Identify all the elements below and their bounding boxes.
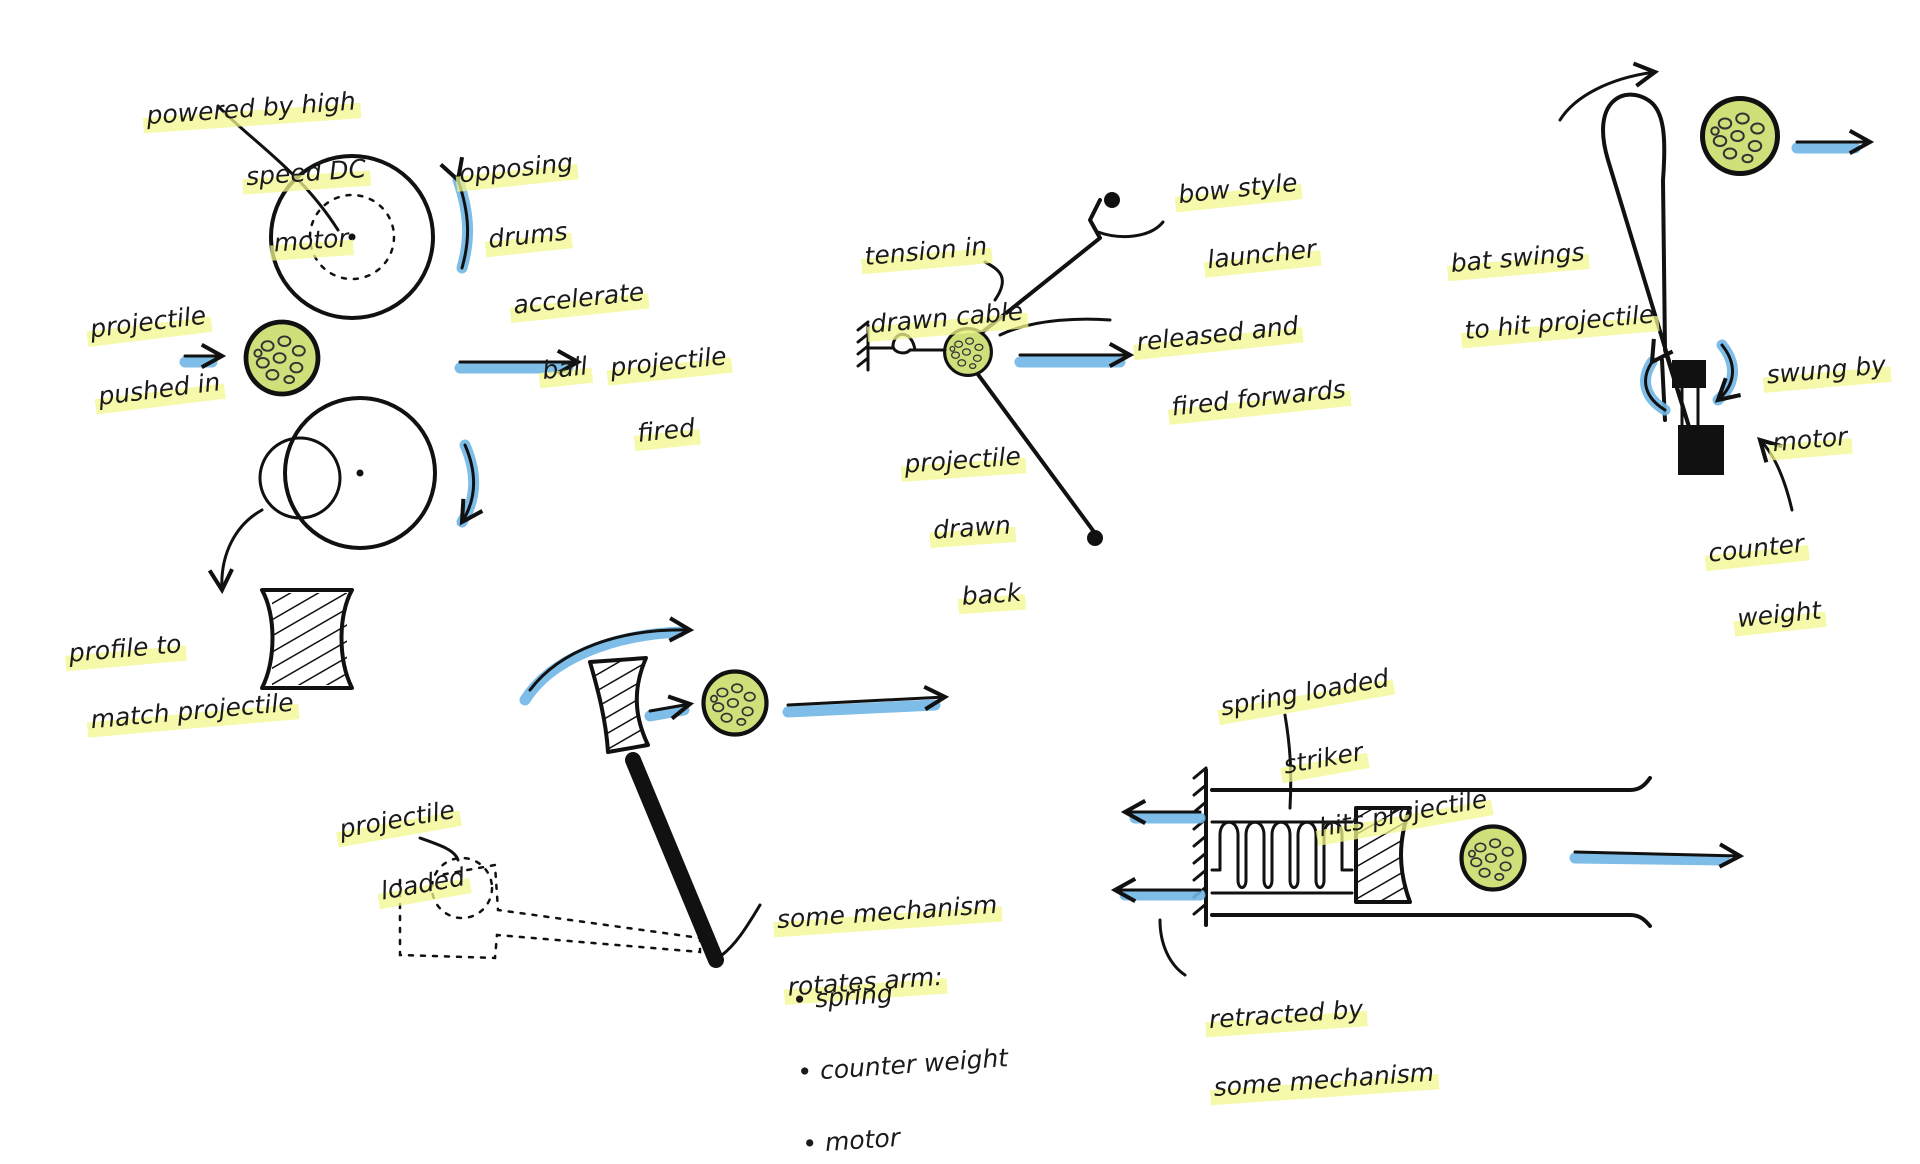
arm-swing-arrow (528, 616, 695, 692)
bat-motor-label-line-1: swung by (1761, 347, 1892, 393)
drum-rotation-arrow-bottom (459, 443, 484, 526)
output-label-line-1: projectile (604, 338, 733, 386)
arm-option-spring: spring (813, 978, 894, 1014)
barrel-bottom-wall (1210, 913, 1652, 928)
counter-weight-label: counter weight (1683, 492, 1827, 641)
release-label: released and fired forwards (1112, 271, 1352, 430)
arm-loaded-label-line-1: projectile (332, 792, 462, 848)
retract-label-line-1: retracted by (1203, 992, 1369, 1038)
projectile-ball-arm (704, 672, 767, 735)
bat-outline (1601, 92, 1692, 432)
mechanism-leader-line (720, 903, 762, 957)
arm-swing-arrow-blue (519, 626, 686, 706)
drawn-back-label: projectile drawn back (881, 405, 1035, 618)
bat-motor-label-line-2: motor (1767, 419, 1853, 461)
drawn-back-label-line-2: drawn (927, 508, 1016, 549)
arm-loaded-position-ghost (398, 856, 702, 960)
drums-label-line-1: opposing (453, 145, 579, 192)
arm-striker-head (588, 656, 650, 754)
barrel-top-wall (1210, 776, 1652, 792)
arm-option-motor: motor (824, 1122, 901, 1157)
arm-mechanism-label-line-1: some mechanism (771, 887, 1003, 938)
drums-label-line-2: drums (482, 214, 574, 258)
bow-lower-tip (1087, 530, 1103, 546)
profile-leader-arrow (207, 508, 264, 595)
release-leader-line (998, 317, 1112, 337)
motor-label-line-2: speed DC (240, 151, 372, 195)
arm-launcher-sketch (398, 616, 950, 968)
input-label: projectile pushed in (64, 264, 227, 417)
launcher-leader-line (1096, 220, 1165, 239)
bat-rotate-right (1714, 343, 1742, 403)
arm-option-counter-weight: counter weight (819, 1043, 1010, 1086)
tension-label: tension in drawn cable (840, 193, 1029, 344)
bow-upper-limb (958, 198, 1102, 352)
bat-rotate-left (1644, 338, 1674, 412)
output-label-line-2: fired (631, 410, 701, 452)
drawn-back-label-line-1: projectile (899, 439, 1026, 482)
spring-striker-label-line-2: striker (1276, 734, 1370, 784)
anchor-hatching (856, 320, 870, 368)
retract-leader-line (1158, 918, 1187, 977)
profile-label: profile to match projectile (45, 584, 299, 741)
bat-counter-weight (1678, 425, 1724, 475)
drum-launcher-sketch (179, 104, 583, 690)
loaded-leader-line (418, 836, 460, 862)
bow-launcher-sketch (856, 192, 1165, 546)
concept-sketch-canvas (179, 61, 1875, 977)
projectile-ball (246, 322, 318, 394)
arm-shaft (625, 752, 724, 968)
motor-label: powered by high speed DC motor (123, 50, 376, 270)
counter-weight-leader-arrow (1757, 437, 1794, 512)
bat-launcher-sketch (1558, 61, 1875, 512)
drawn-back-label-line-3: back (956, 575, 1027, 615)
bow-upper-tip (1104, 192, 1120, 208)
arm-output-arrow-blue (782, 699, 941, 718)
profile-label-line-1: profile to (63, 626, 187, 672)
retract-label: retracted by some mechanism (1186, 954, 1440, 1107)
counter-weight-label-line-1: counter (1702, 526, 1810, 572)
spring-launcher-sketch (1110, 713, 1745, 977)
projectile-ball-bow (943, 327, 993, 377)
bat-swing-label-line-1: bat swings (1445, 235, 1590, 282)
arm-options-list: • spring • counter weight • motor (773, 932, 1015, 1163)
motor-label-line-3: motor (268, 221, 354, 261)
input-label-line-1: projectile (84, 298, 212, 347)
spring-output-arrow (1573, 842, 1745, 869)
arm-loaded-label: projectile loaded (311, 759, 473, 917)
tension-label-line-1: tension in (859, 229, 993, 275)
motor-label-line-1: powered by high (141, 84, 361, 134)
projectile-ball-bat (1703, 99, 1778, 174)
lower-drum (283, 396, 437, 550)
bow-launcher-label-line-1: bow style (1172, 165, 1304, 213)
drums-label-line-4: ball (536, 348, 594, 389)
bat-swing-label: bat swings to hit projectile (1426, 196, 1660, 351)
lower-drum-profile-circle (258, 436, 342, 520)
output-label: projectile fired (585, 305, 739, 455)
bow-lower-limb (958, 348, 1102, 542)
arm-hit-arrow (648, 694, 695, 721)
lower-drum-axle (356, 469, 364, 477)
arm-option-item: • spring (791, 978, 894, 1015)
spring-output-arrow-blue (1569, 852, 1731, 866)
bat-swing-arrow (1558, 61, 1660, 122)
arm-option-item: • motor (801, 1122, 901, 1159)
release-label-line-1: released and (1130, 308, 1305, 361)
bat-motor-label: swung by motor (1742, 314, 1897, 462)
spring-striker-label-line-1: spring loaded (1213, 660, 1396, 726)
bow-launcher-label: bow style launcher (1153, 130, 1322, 281)
bat-pivot-clamp (1672, 360, 1706, 388)
projectile-ball-spring (1462, 827, 1525, 890)
arm-output-arrow (786, 684, 950, 711)
arm-option-item: • counter weight (796, 1043, 1010, 1087)
tension-leader-line (983, 260, 1004, 302)
drum-profile-cross-section (260, 588, 354, 690)
